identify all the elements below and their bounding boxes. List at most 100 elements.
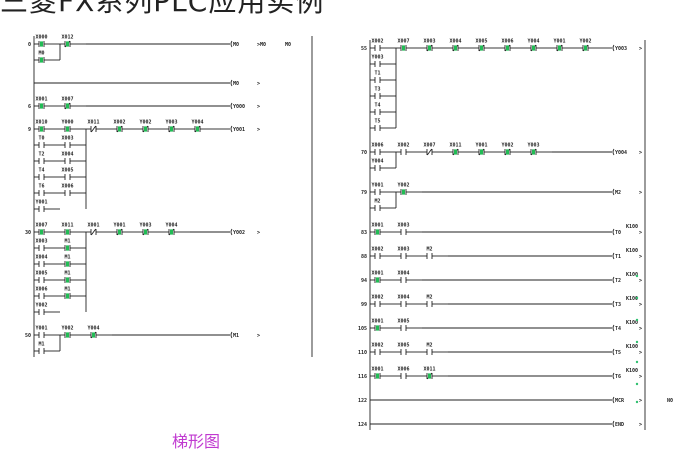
contact-label: Y001 (35, 326, 47, 332)
coil-arc (612, 300, 615, 308)
contact-label: X012 (61, 35, 73, 41)
contact-active-fill (376, 325, 379, 331)
contact-label: Y002 (579, 39, 591, 45)
contact-label: X011 (449, 143, 461, 149)
coil-arc (612, 188, 615, 196)
coil-label: T2 (615, 278, 621, 284)
contact-active-fill (66, 332, 69, 338)
timer-constant: K100 (626, 368, 638, 374)
coil-label: Y004 (615, 150, 627, 156)
contact-active-fill (532, 45, 535, 51)
step-number: 30 (25, 230, 31, 236)
step-number: 110 (358, 350, 367, 356)
contact-slash (90, 228, 97, 236)
contact-label: X001 (371, 223, 383, 229)
timer-constant: K100 (626, 320, 638, 326)
contact-active-fill (428, 45, 431, 51)
coil-arc (612, 148, 615, 156)
contact-label: Y004 (165, 223, 177, 229)
contact-label: X004 (397, 271, 409, 277)
contact-active-fill (66, 277, 69, 283)
contact-label: X003 (423, 39, 435, 45)
contact-active-fill (92, 332, 95, 338)
contact-label: T4 (38, 168, 44, 174)
coil-label: Y003 (615, 46, 627, 52)
contact-active-fill (376, 277, 379, 283)
coil-label: MCR (615, 398, 625, 404)
step-number: 124 (358, 422, 367, 428)
contact-label: X003 (397, 247, 409, 253)
contact-active-fill (454, 149, 457, 155)
status-dot (635, 296, 639, 300)
contact-label: X001 (371, 367, 383, 373)
contact-label: M2 (426, 247, 432, 253)
page-title: 三菱FX系列PLC应用实例 (0, 0, 325, 18)
contact-label: X006 (501, 39, 513, 45)
coil-label: Y002 (233, 230, 245, 236)
contact-active-fill (480, 149, 483, 155)
contact-label: X004 (35, 255, 47, 261)
contact-label: X005 (397, 343, 409, 349)
contact-label: Y004 (371, 159, 383, 165)
contact-active-fill (402, 189, 405, 195)
coil-end-arrow: > (639, 278, 642, 284)
contact-label: Y001 (553, 39, 565, 45)
contact-label: Y003 (139, 223, 151, 229)
contact-active-fill (66, 41, 69, 47)
contact-slash (426, 148, 433, 156)
contact-label: M0 (38, 51, 44, 57)
contact-label: X002 (371, 295, 383, 301)
contact-label: X006 (35, 287, 47, 293)
contact-active-fill (40, 103, 43, 109)
contact-label: Y001 (35, 200, 47, 206)
coil-label: Y001 (233, 127, 245, 133)
coil-arc (612, 44, 615, 52)
contact-label: X004 (61, 152, 73, 158)
step-number: 0 (28, 42, 31, 48)
contact-label: Y004 (527, 39, 539, 45)
contact-active-fill (170, 126, 173, 132)
step-number: 122 (358, 398, 367, 404)
step-number: 70 (361, 150, 367, 156)
contact-active-fill (376, 229, 379, 235)
coil-end-arrow: > (639, 190, 642, 196)
contact-label: X011 (87, 120, 99, 126)
coil-arc (612, 228, 615, 236)
status-dot (635, 360, 639, 364)
contact-label: X003 (61, 136, 73, 142)
contact-label: T0 (38, 136, 44, 142)
contact-label: X003 (35, 239, 47, 245)
contact-active-fill (506, 45, 509, 51)
coil-end-arrow: > (257, 333, 260, 339)
step-number: 79 (361, 190, 367, 196)
coil-label: Y000 (233, 104, 245, 110)
contact-label: X011 (61, 223, 73, 229)
coil-label: T5 (615, 350, 621, 356)
contact-label: M1 (64, 271, 70, 277)
contact-active-fill (144, 229, 147, 235)
contact-label: M1 (64, 287, 70, 293)
coil-arc (612, 372, 615, 380)
coil-end-arrow: > (639, 46, 642, 52)
contact-active-fill (118, 229, 121, 235)
coil-arc (612, 276, 615, 284)
contact-label: Y003 (165, 120, 177, 126)
contact-active-fill (506, 149, 509, 155)
contact-label: X007 (397, 39, 409, 45)
contact-active-fill (66, 229, 69, 235)
coil-label: T0 (615, 230, 621, 236)
contact-label: Y003 (527, 143, 539, 149)
contact-active-fill (558, 45, 561, 51)
coil-label: T3 (615, 302, 621, 308)
contact-label: Y002 (501, 143, 513, 149)
step-number: 116 (358, 374, 367, 380)
contact-label: T2 (38, 152, 44, 158)
contact-active-fill (196, 126, 199, 132)
contact-active-fill (480, 45, 483, 51)
contact-label: Y001 (113, 223, 125, 229)
contact-active-fill (532, 149, 535, 155)
contact-active-fill (144, 126, 147, 132)
contact-active-fill (376, 373, 379, 379)
contact-active-fill (428, 373, 431, 379)
contact-label: X006 (397, 367, 409, 373)
